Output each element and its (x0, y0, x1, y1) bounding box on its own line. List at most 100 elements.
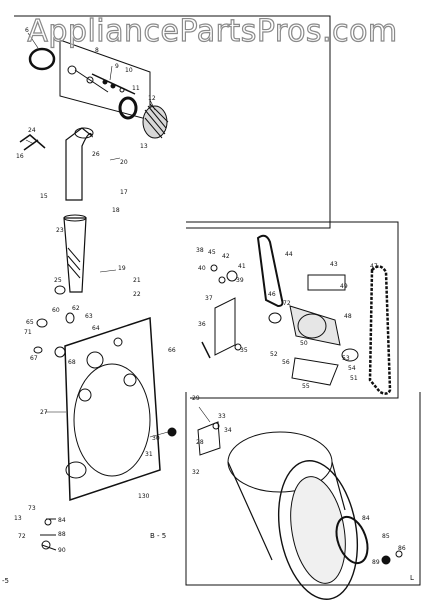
callout-85: 85 (382, 533, 390, 540)
blower-assembly-frame (14, 15, 331, 229)
drive-motor (268, 305, 341, 346)
callout-38: 38 (196, 247, 204, 254)
callout-44: 44 (285, 251, 293, 258)
callout-45: 45 (208, 249, 216, 256)
corner-mark-right: L (410, 574, 414, 582)
callout-84b: 84 (362, 515, 370, 522)
callout-26: 26 (92, 151, 100, 158)
lint-chute (63, 214, 87, 293)
callout-21: 21 (133, 277, 141, 284)
callout-33: 33 (218, 413, 226, 420)
callout-16: 16 (16, 153, 24, 160)
drive-belt-large (368, 265, 392, 395)
shaft-hardware (91, 73, 136, 95)
front-bulkhead (64, 316, 161, 502)
callout-42: 42 (222, 253, 230, 260)
callout-71: 71 (24, 329, 32, 336)
callout-73: 73 (28, 505, 36, 512)
callout-41: 41 (238, 263, 246, 270)
callout-53: 53 (342, 355, 350, 362)
callout-36: 36 (198, 321, 206, 328)
callout-43: 43 (330, 261, 338, 268)
watermark-text: AppliancePartsPros.com (27, 13, 398, 49)
callout-52: 52 (270, 351, 278, 358)
callout-65: 65 (26, 319, 34, 326)
blower-seal-ring (118, 96, 138, 120)
callout-13: 13 (140, 143, 148, 150)
callout-64: 64 (92, 325, 100, 332)
callout-63: 63 (85, 313, 93, 320)
callout-34: 34 (224, 427, 232, 434)
leader-lines (25, 32, 211, 438)
drum-seal (335, 515, 369, 565)
rear-drum-bearing (197, 421, 221, 456)
callout-18: 18 (112, 207, 120, 214)
callout-8: 8 (95, 47, 99, 54)
callout-62: 62 (72, 305, 80, 312)
callout-89: 89 (372, 559, 380, 566)
callout-86: 86 (398, 545, 406, 552)
callout-130: 130 (138, 493, 150, 500)
callout-10: 10 (125, 67, 133, 74)
dryer-drum (227, 431, 359, 600)
drive-belt-small (256, 234, 284, 308)
callout-23: 23 (56, 227, 64, 234)
callout-15: 15 (40, 193, 48, 200)
motor-mount-bracket (214, 274, 346, 386)
callout-56: 56 (282, 359, 290, 366)
callout-47: 47 (370, 263, 378, 270)
callout-20: 20 (120, 159, 128, 166)
blower-housing-gasket (28, 47, 56, 71)
motor-small-parts (201, 264, 242, 359)
callout-28: 28 (196, 439, 204, 446)
callout-22: 22 (133, 291, 141, 298)
idler-pulley (341, 348, 359, 362)
callout-84: 84 (58, 517, 66, 524)
callout-90: 90 (58, 547, 66, 554)
callout-54: 54 (348, 365, 356, 372)
callout-37: 37 (205, 295, 213, 302)
callout-72b: 72 (283, 300, 291, 307)
exhaust-duct (65, 127, 94, 201)
callout-88: 88 (58, 531, 66, 538)
callout-50: 50 (300, 340, 308, 347)
callout-9: 9 (115, 63, 119, 70)
corner-mark-left: -5 (2, 577, 9, 585)
callout-25: 25 (54, 277, 62, 284)
callout-17: 17 (120, 189, 128, 196)
callout-40: 40 (198, 265, 206, 272)
callout-72: 72 (18, 533, 26, 540)
callout-39: 39 (236, 277, 244, 284)
small-hardware-left (33, 285, 75, 551)
callout-48: 48 (344, 313, 352, 320)
callout-68: 68 (68, 359, 76, 366)
sheet-markings: B - 5 -5 L (2, 532, 414, 585)
callout-49: 49 (340, 283, 348, 290)
sheet-label: B - 5 (150, 532, 166, 540)
callout-27: 27 (40, 409, 48, 416)
callout-24: 24 (28, 127, 36, 134)
duct-clip (19, 134, 46, 151)
callout-35: 35 (240, 347, 248, 354)
callout-30: 30 (152, 435, 160, 442)
callout-29: 29 (192, 395, 200, 402)
callout-19: 19 (118, 265, 126, 272)
callout-55: 55 (302, 383, 310, 390)
callout-31: 31 (145, 451, 153, 458)
motor-assembly-frame (186, 221, 399, 399)
drum-assembly-frame (185, 392, 421, 586)
callout-12: 12 (148, 95, 156, 102)
callout-66: 66 (168, 347, 176, 354)
blower-wheel (142, 103, 169, 139)
callout-11: 11 (132, 85, 140, 92)
drum-roller (167, 427, 403, 565)
callout-46: 46 (268, 291, 276, 298)
callout-51: 51 (350, 375, 358, 382)
callout-13b: 13 (14, 515, 22, 522)
part-callouts: 6 8 9 10 11 12 13 16 15 24 26 20 17 18 2… (14, 27, 406, 566)
callout-67: 67 (30, 355, 38, 362)
callout-6: 6 (25, 27, 29, 34)
callout-60: 60 (52, 307, 60, 314)
callout-32: 32 (192, 469, 200, 476)
